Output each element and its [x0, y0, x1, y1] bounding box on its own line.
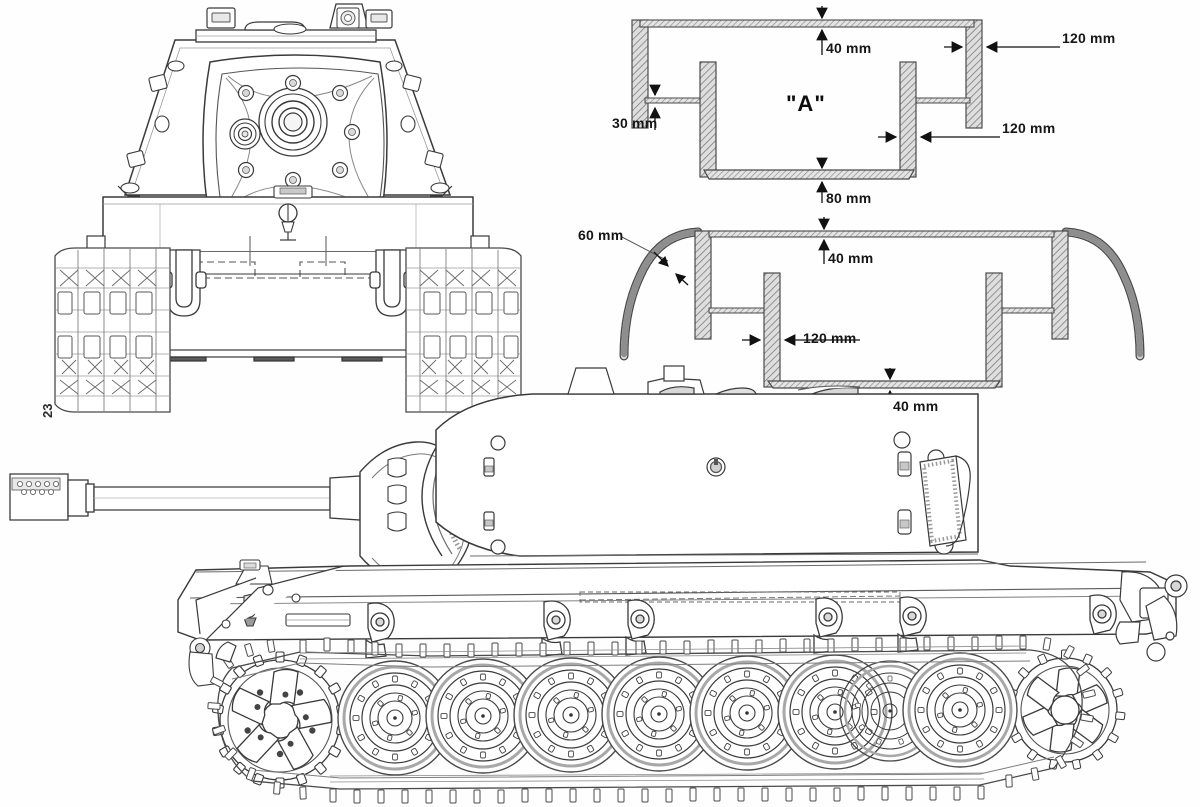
- dimension-label-section-a-floor-plate: 80 mm: [826, 190, 872, 206]
- dimension-label-section-b-inner-wall: 120 mm: [803, 330, 857, 346]
- armor-cross-section-b: [619, 217, 1145, 412]
- dimension-label-section-a-top-plate: 40 mm: [826, 40, 872, 56]
- front-elevation-view: [54, 3, 522, 413]
- front-view-right-track: [405, 247, 522, 413]
- idler-wheel: [1004, 649, 1126, 770]
- track-run: [217, 649, 1083, 790]
- track-links-top: [299, 635, 1027, 660]
- main-gun: [9, 473, 361, 521]
- dimension-label-section-b-fender-skirt: 60 mm: [578, 227, 624, 243]
- armor-cross-section-a: [631, 6, 1060, 203]
- road-wheels: [337, 652, 1018, 776]
- dimension-label-section-a-shelf-plate: 30 mm: [612, 115, 658, 131]
- drive-sprocket: [212, 651, 348, 789]
- section-a-letter: "A": [786, 91, 826, 116]
- track-links-bottom: [329, 772, 985, 804]
- dimension-label-section-b-floor-plate: 40 mm: [893, 398, 939, 414]
- side-elevation-view: [9, 365, 1188, 804]
- dimension-label-section-a-outer-wall: 120 mm: [1062, 30, 1116, 46]
- dimension-label-section-a-inner-wall: 120 mm: [1002, 120, 1056, 136]
- dimension-label-section-b-top-plate: 40 mm: [828, 250, 874, 266]
- front-view-left-track: [54, 247, 171, 413]
- turret-side: [435, 393, 979, 557]
- page-number: 23: [40, 403, 55, 418]
